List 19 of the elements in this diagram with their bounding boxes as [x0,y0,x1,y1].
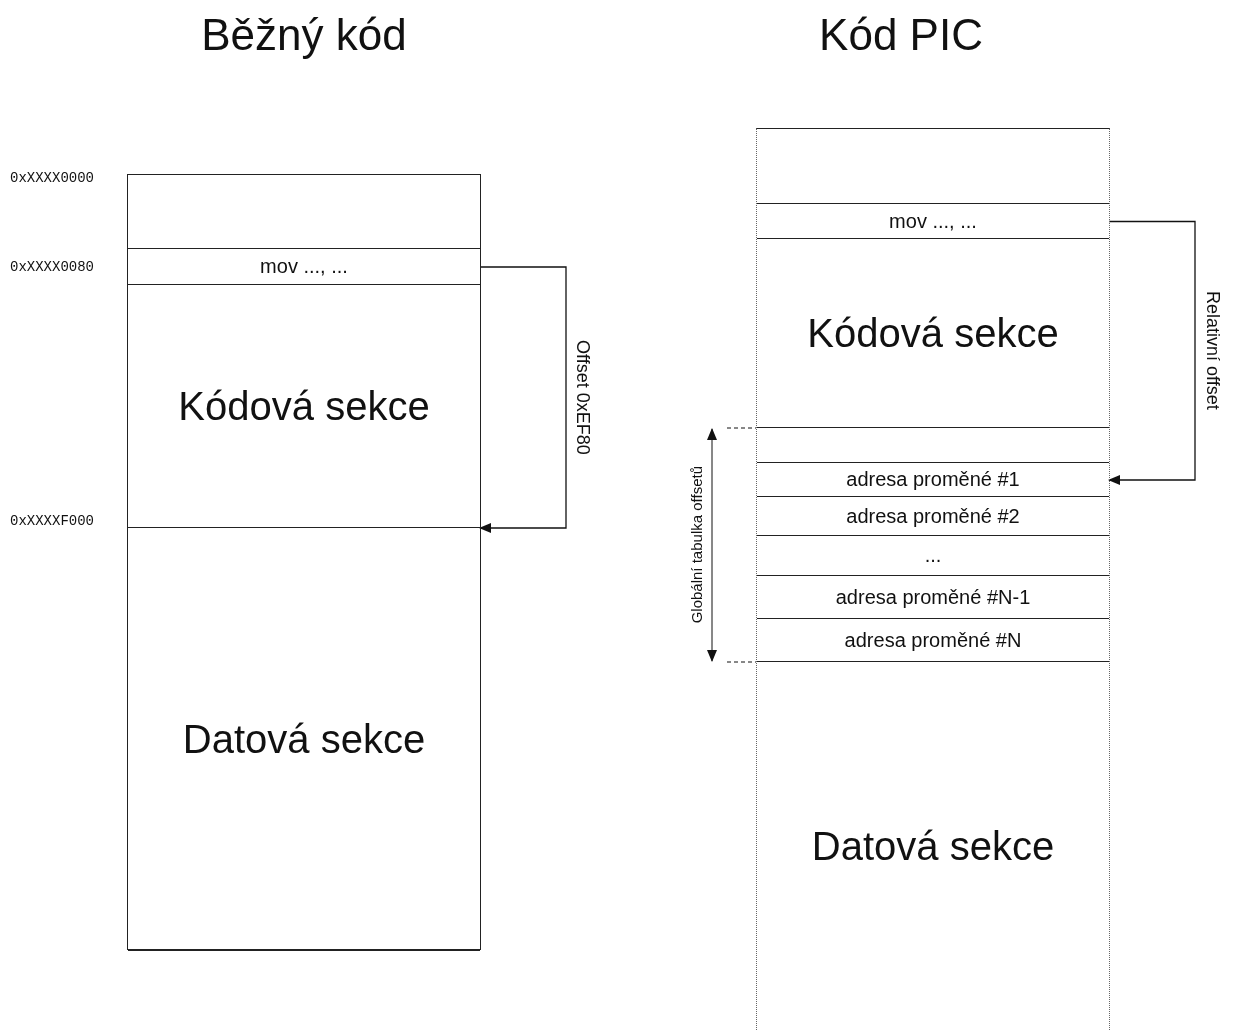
memory-row: adresa proměné #1 [757,463,1109,497]
column-title: Kód PIC [818,10,984,60]
address-label: 0xXXXX0080 [10,259,94,275]
memory-row: ... [757,536,1109,576]
memory-row: mov ..., ... [757,204,1109,239]
column-title: Běžný kód [200,10,408,60]
address-label: 0xXXXX0000 [10,170,94,186]
memory-row: Kódová sekce [128,285,480,528]
arrow [479,266,567,533]
dimension-label: Globální tabulka offsetů [688,466,705,624]
memory-row: adresa proměné #N-1 [757,576,1109,619]
memory-row: Kódová sekce [757,239,1109,428]
memory-row: adresa proměné #N [757,619,1109,662]
memory-row: adresa proměné #2 [757,497,1109,536]
memory-row: Datová sekce [757,662,1109,1030]
memory-row: Datová sekce [128,528,480,951]
address-label: 0xXXXXF000 [10,513,94,529]
memory-row: mov ..., ... [128,249,480,285]
arrow [1108,220,1196,485]
